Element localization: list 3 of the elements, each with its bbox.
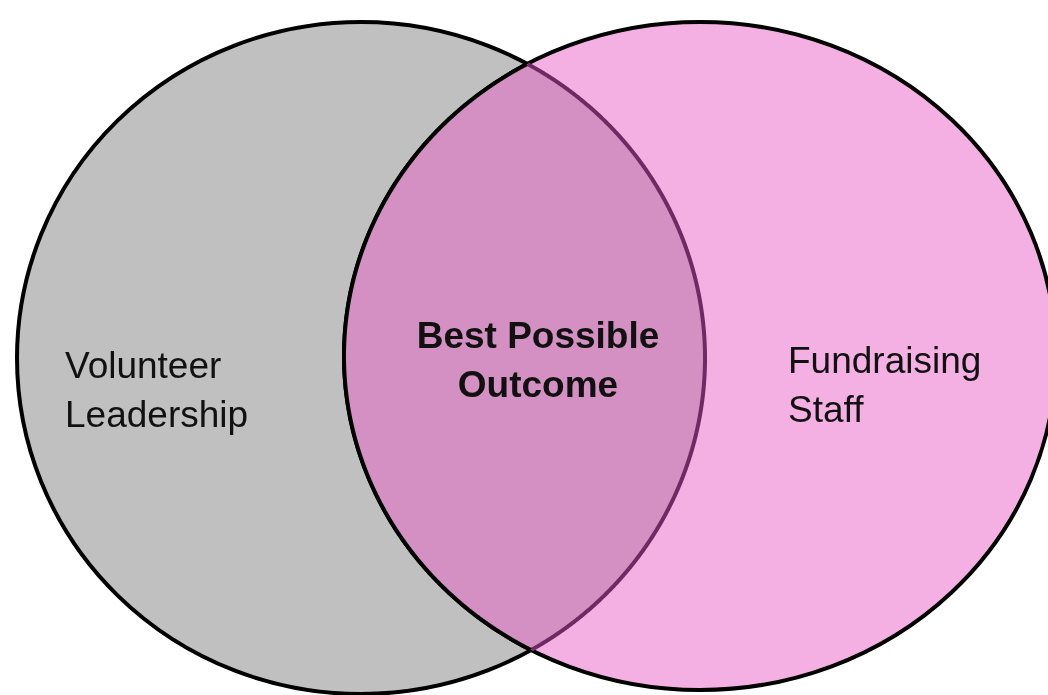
circle-label: Fundraising Staff bbox=[788, 339, 983, 432]
circle-label: Volunteer Leadership bbox=[65, 344, 250, 437]
circle-label: Best Possible Outcome bbox=[415, 314, 661, 407]
